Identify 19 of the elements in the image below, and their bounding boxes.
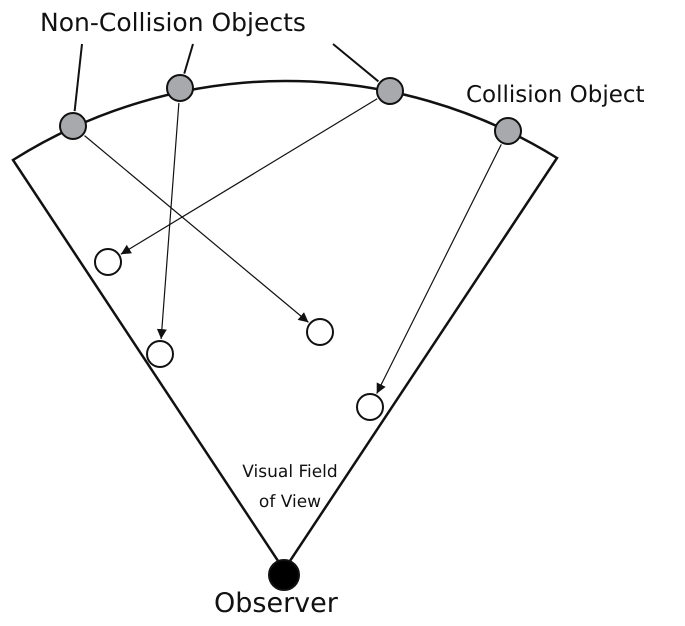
object-circle bbox=[494, 117, 522, 145]
sector-label: Visual Field of View bbox=[241, 461, 339, 514]
projected-position-circle bbox=[356, 393, 384, 421]
leader-line bbox=[183, 44, 194, 74]
leader-line bbox=[74, 44, 83, 112]
object-label: Observer bbox=[214, 588, 338, 619]
observer-dot bbox=[268, 559, 300, 591]
leader-line bbox=[332, 43, 380, 82]
projected-position-circle bbox=[94, 248, 122, 276]
object-circle bbox=[376, 77, 404, 105]
callout-label: Non-Collision Objects bbox=[40, 8, 306, 37]
object-circle bbox=[59, 112, 87, 140]
arrow bbox=[84, 135, 309, 323]
projected-position-circle bbox=[146, 340, 174, 368]
arrow bbox=[376, 144, 502, 394]
arrow bbox=[120, 98, 378, 255]
object-circle bbox=[166, 74, 194, 102]
object-label: Collision Object bbox=[466, 82, 645, 108]
projected-position-circle bbox=[306, 318, 334, 346]
